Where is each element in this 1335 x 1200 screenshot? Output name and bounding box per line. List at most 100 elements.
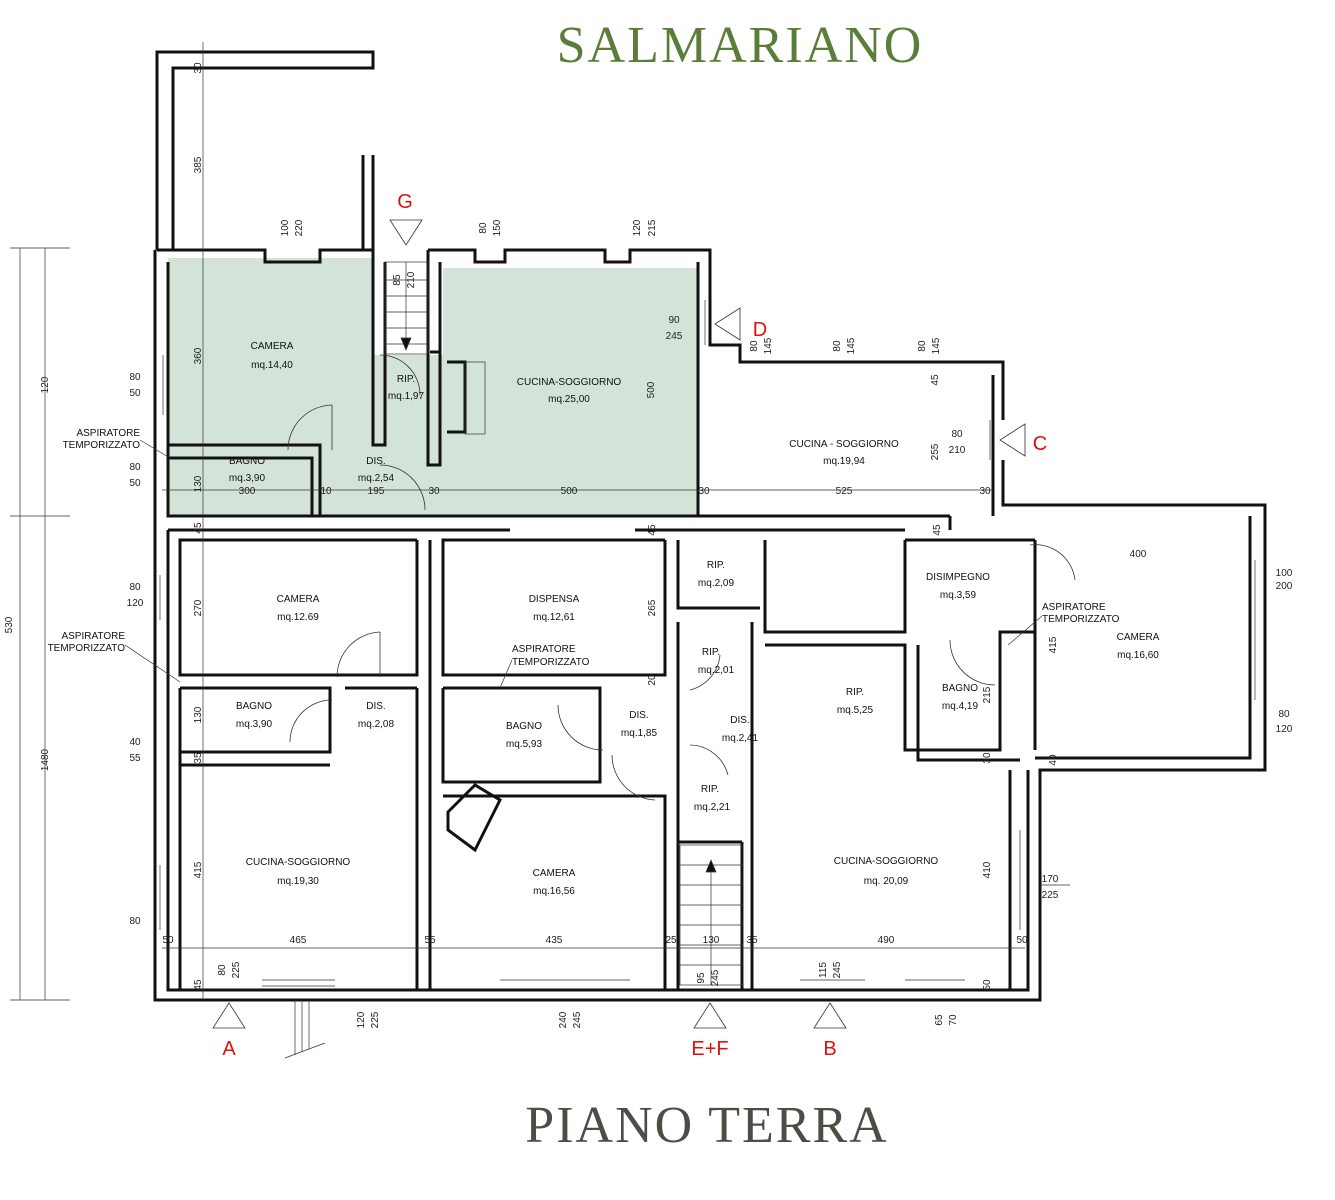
room-area: mq.25,00 bbox=[548, 394, 590, 405]
marker-a: A bbox=[222, 1038, 236, 1060]
dim-label: 55 bbox=[129, 753, 141, 764]
room-area: mq. 20,09 bbox=[864, 876, 909, 887]
room-name: CAMERA bbox=[251, 341, 294, 352]
dim-label: 245 bbox=[666, 331, 683, 342]
dim-label: 500 bbox=[561, 486, 578, 497]
stairs bbox=[384, 261, 744, 986]
dim-label: 100 bbox=[1276, 568, 1293, 579]
entrance-steps bbox=[284, 1000, 326, 1059]
dim-label: 300 bbox=[239, 486, 256, 497]
dim-label: 45 bbox=[647, 524, 658, 536]
dim-label: 245 bbox=[832, 961, 843, 978]
dim-label: 20 bbox=[647, 674, 658, 686]
dim-label: 195 bbox=[368, 486, 385, 497]
dim-label: 80 bbox=[129, 916, 141, 927]
room-area: mq.3,90 bbox=[236, 719, 273, 730]
doors bbox=[287, 354, 1076, 801]
dim-label: 50 bbox=[162, 935, 174, 946]
room-name: DIS. bbox=[366, 701, 385, 712]
room-name: CAMERA bbox=[1117, 632, 1160, 643]
dim-label: 500 bbox=[646, 381, 657, 398]
walls bbox=[153, 50, 1267, 1002]
dim-label: 120 bbox=[356, 1011, 367, 1028]
dim-label: 50 bbox=[129, 478, 141, 489]
dim-label: 30 bbox=[428, 486, 440, 497]
room-name: RIP. bbox=[701, 784, 719, 795]
dim-label: 80 bbox=[129, 372, 141, 383]
dim-label: 410 bbox=[982, 861, 993, 878]
room-name: RIP. bbox=[702, 647, 720, 658]
dim-label: 255 bbox=[930, 443, 941, 460]
note-line2: TEMPORIZZATO bbox=[512, 657, 590, 668]
dim-label: 225 bbox=[370, 1011, 381, 1028]
highlighted-unit bbox=[168, 258, 698, 516]
room-area: mq.16,56 bbox=[533, 886, 575, 897]
dim-label: 55 bbox=[424, 935, 436, 946]
room-name: DIS. bbox=[629, 710, 648, 721]
marker-g: G bbox=[397, 191, 413, 213]
dim-label: 145 bbox=[763, 337, 774, 354]
dim-label: 100 bbox=[280, 219, 291, 236]
room-area: mq.2,41 bbox=[722, 733, 759, 744]
room-name: CAMERA bbox=[533, 868, 576, 879]
room-area: mq.2,08 bbox=[358, 719, 395, 730]
dim-label: 80 bbox=[832, 340, 843, 352]
room-area: mq.19,94 bbox=[823, 456, 865, 467]
dimension-lines bbox=[10, 42, 1070, 1001]
dim-label: 45 bbox=[932, 524, 943, 536]
room-area: mq.12.69 bbox=[277, 612, 319, 623]
dim-label: 145 bbox=[931, 337, 942, 354]
room-name: BAGNO bbox=[229, 456, 265, 467]
room-area: mq.2,54 bbox=[358, 473, 395, 484]
dim-label: 220 bbox=[294, 219, 305, 236]
note-line2: TEMPORIZZATO bbox=[63, 440, 141, 451]
room-labels: CAMERA mq.14,40 RIP. mq.1,97 CUCINA-SOGG… bbox=[229, 341, 1160, 897]
dim-label: 145 bbox=[846, 337, 857, 354]
room-area: mq.14,40 bbox=[251, 360, 293, 371]
room-name: RIP. bbox=[846, 687, 864, 698]
dim-label: 360 bbox=[193, 347, 204, 364]
dim-label: 10 bbox=[320, 486, 332, 497]
dim-label: 1480 bbox=[40, 748, 51, 771]
marker-b: B bbox=[823, 1038, 836, 1060]
dim-label: 80 bbox=[1278, 709, 1290, 720]
dim-label: 50 bbox=[1016, 935, 1028, 946]
dim-label: 530 bbox=[4, 616, 15, 633]
dim-label: 40 bbox=[1048, 754, 1059, 766]
room-name: CUCINA-SOGGIORNO bbox=[246, 857, 351, 868]
marker-d: D bbox=[753, 319, 767, 341]
room-name: DISPENSA bbox=[529, 594, 580, 605]
note-line2: TEMPORIZZATO bbox=[48, 643, 126, 654]
dim-label: 30 bbox=[979, 486, 991, 497]
room-area: mq.2,01 bbox=[698, 665, 735, 676]
note-line2: TEMPORIZZATO bbox=[1042, 614, 1120, 625]
dim-label: 85 bbox=[392, 274, 403, 286]
dim-label: 385 bbox=[193, 156, 204, 173]
room-name: BAGNO bbox=[942, 683, 978, 694]
room-name: RIP. bbox=[707, 560, 725, 571]
dim-label: 400 bbox=[1130, 549, 1147, 560]
dim-label: 45 bbox=[193, 979, 204, 991]
dimension-labels: 30 385 100 220 80 150 120 215 85 210 80 … bbox=[4, 62, 1293, 1028]
room-area: mq.12,61 bbox=[533, 612, 575, 623]
dim-label: 120 bbox=[40, 376, 51, 393]
dim-label: 35 bbox=[193, 752, 204, 764]
dim-label: 265 bbox=[647, 599, 658, 616]
dim-label: 225 bbox=[1042, 890, 1059, 901]
note-line1: ASPIRATORE bbox=[1042, 602, 1106, 613]
room-name: DIS. bbox=[366, 456, 385, 467]
dim-label: 525 bbox=[836, 486, 853, 497]
windows bbox=[159, 300, 1256, 987]
room-area: mq.1,85 bbox=[621, 728, 658, 739]
dim-label: 245 bbox=[572, 1011, 583, 1028]
room-name: RIP. bbox=[397, 374, 415, 385]
dim-label: 65 bbox=[934, 1014, 945, 1026]
marker-c: C bbox=[1033, 433, 1047, 455]
notes: ASPIRATORE TEMPORIZZATO ASPIRATORE TEMPO… bbox=[48, 428, 1120, 689]
dim-label: 210 bbox=[949, 445, 966, 456]
dim-label: 80 bbox=[217, 964, 228, 976]
dim-label: 215 bbox=[982, 686, 993, 703]
dim-label: 240 bbox=[558, 1011, 569, 1028]
dim-label: 80 bbox=[478, 222, 489, 234]
